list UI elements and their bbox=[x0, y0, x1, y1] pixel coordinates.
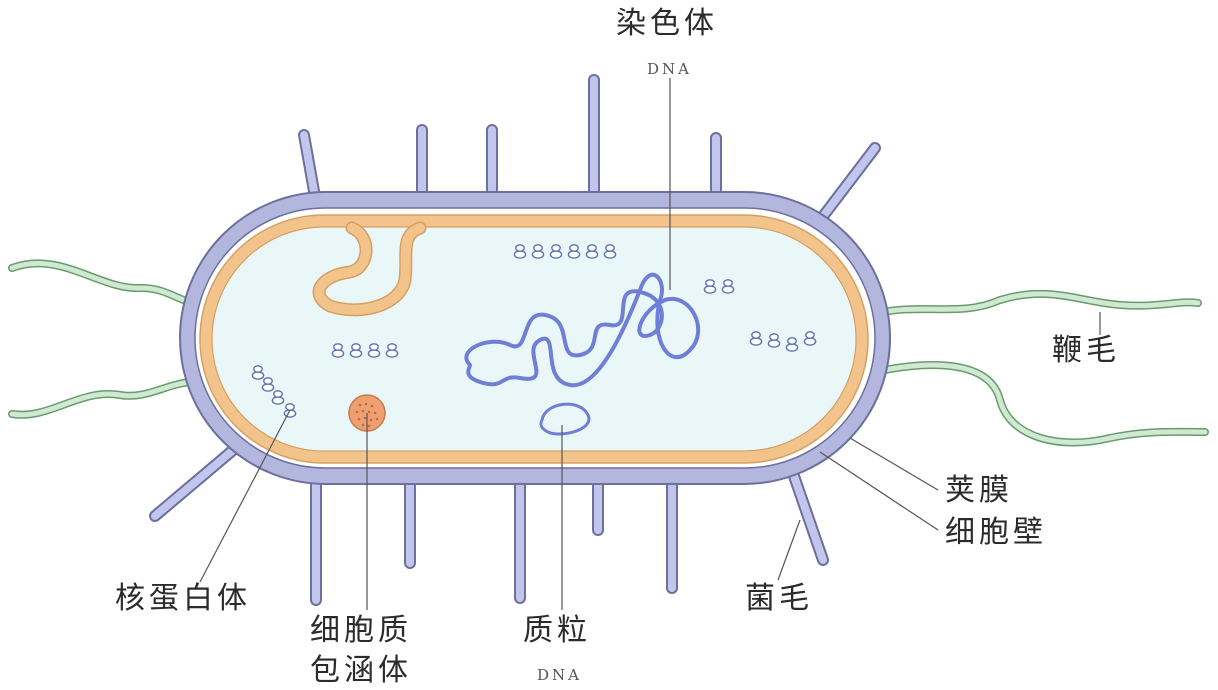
label-inclusion-line1: 细胞质 bbox=[310, 613, 412, 648]
ribosome bbox=[272, 391, 283, 404]
ribosome bbox=[350, 344, 361, 357]
ribosome bbox=[332, 344, 343, 357]
ribosome bbox=[368, 344, 379, 357]
ribosome bbox=[804, 332, 815, 345]
ribosome bbox=[262, 378, 273, 391]
label-inclusion-line2: 包涵体 bbox=[310, 653, 412, 688]
flagellum-left-top bbox=[12, 263, 200, 305]
label-pilus: 菌毛 bbox=[745, 581, 813, 616]
flagellum-right-bottom bbox=[875, 365, 1205, 442]
ribosome bbox=[722, 280, 733, 293]
flagellum-right-top bbox=[875, 294, 1198, 314]
ribosome bbox=[604, 245, 615, 258]
label-flagellum: 鞭毛 bbox=[1052, 333, 1120, 368]
ribosome bbox=[568, 245, 579, 258]
ribosome bbox=[768, 334, 779, 347]
ribosome bbox=[532, 245, 543, 258]
flagellum-left-bottom bbox=[12, 382, 200, 415]
label-chromosome-dna: DNA bbox=[647, 60, 692, 78]
label-cell-wall: 细胞壁 bbox=[945, 515, 1047, 550]
label-capsule: 荚膜 bbox=[945, 473, 1013, 508]
ribosome bbox=[514, 245, 525, 258]
label-plasmid: 质粒 bbox=[523, 613, 591, 648]
ribosome bbox=[386, 344, 397, 357]
ribosome bbox=[586, 245, 597, 258]
ribosome bbox=[550, 245, 561, 258]
label-ribosome: 核蛋白体 bbox=[115, 581, 251, 616]
ribosome bbox=[786, 338, 797, 351]
ribosome bbox=[252, 366, 263, 379]
ribosome bbox=[704, 280, 715, 293]
label-chromosome: 染色体 bbox=[616, 6, 718, 41]
label-plasmid-dna: DNA bbox=[537, 666, 582, 684]
ribosome bbox=[750, 332, 761, 345]
